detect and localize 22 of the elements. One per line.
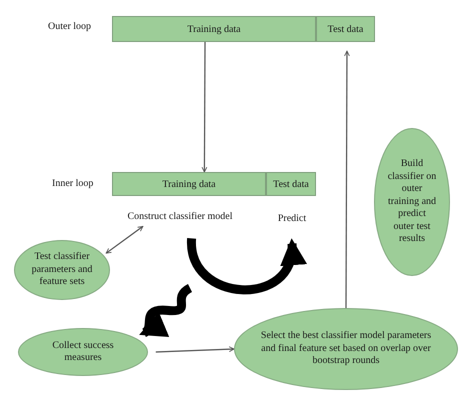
node-text: Test data	[273, 178, 309, 190]
node-text: Training data	[187, 24, 241, 34]
node-text: Collect success measures	[51, 340, 115, 364]
curved-arrow	[140, 284, 192, 337]
node-text: Build classifier on outer training and predict outer test results	[387, 158, 437, 246]
data-bar-segment	[112, 16, 316, 42]
node-text: Construct classifier model	[128, 210, 232, 222]
node-text: Training data	[162, 178, 216, 190]
data-bar-segment	[316, 16, 375, 42]
arrow	[106, 226, 144, 254]
arrow	[202, 42, 208, 172]
node-text: Predict	[278, 212, 306, 224]
arrow	[156, 346, 234, 353]
loop-label: Inner loop	[52, 178, 94, 189]
data-bar-segment	[266, 172, 316, 196]
node-text: Test data	[328, 24, 364, 34]
data-bar-segment	[112, 172, 266, 196]
loop-label: Outer loop	[48, 21, 92, 32]
node-text: Select the best classifier model parameters and final feature set based on overlap over bootstrap rounds	[260, 330, 432, 368]
curved-arrow	[187, 238, 304, 294]
node-text: Test classifier parameters and feature sets	[30, 251, 94, 289]
arrow	[344, 50, 350, 308]
